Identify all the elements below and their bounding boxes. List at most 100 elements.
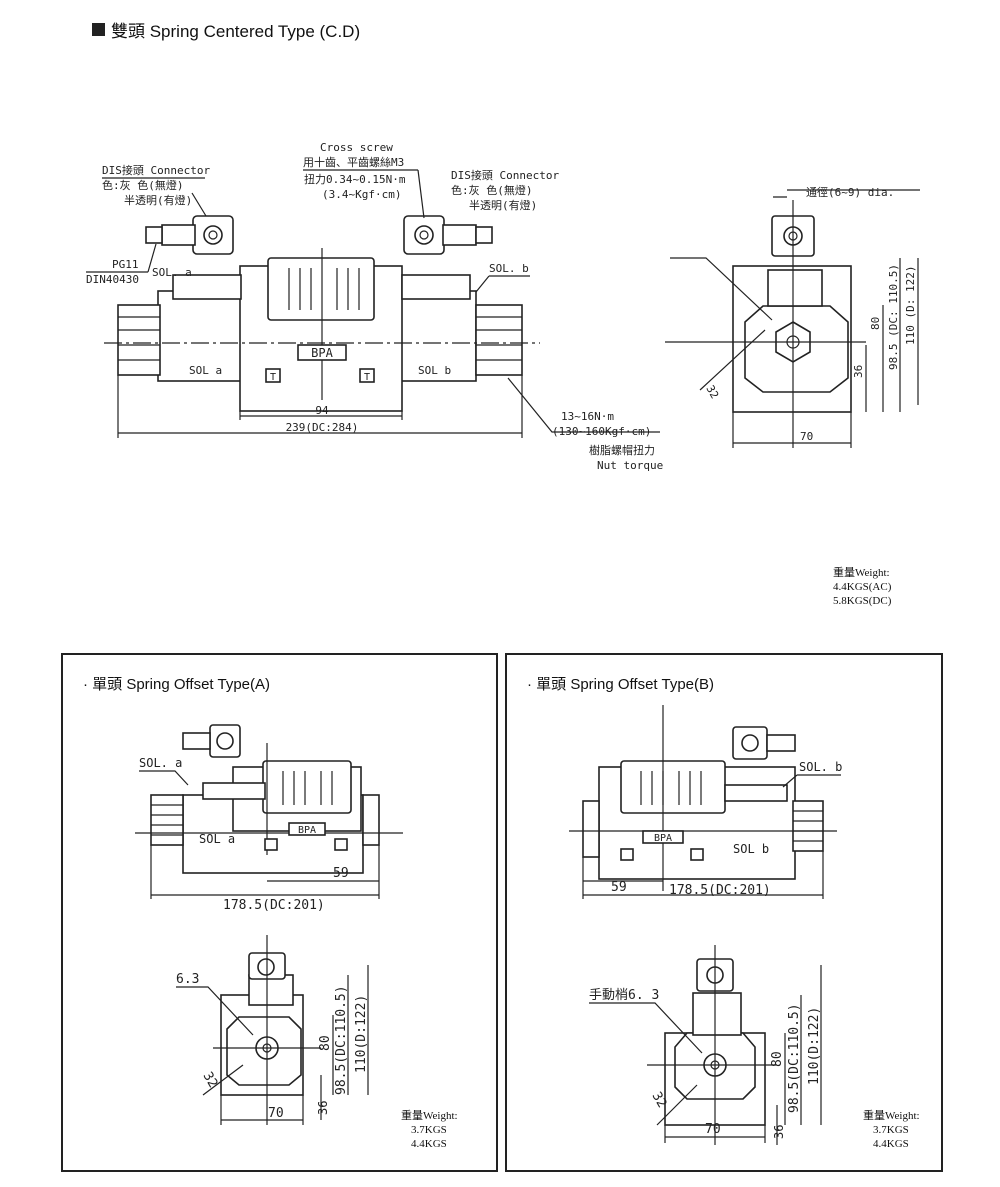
panel-a-weight-2: 4.4KGS: [411, 1138, 447, 1150]
a-sol: SOL a: [199, 832, 235, 846]
manual-button-b-icon[interactable]: [359, 368, 375, 383]
b-side-solenoid: [692, 992, 742, 1036]
a-side-dim-lines: [320, 965, 369, 1120]
b-dim-985: 98.5(DC:110.5): [787, 1003, 802, 1113]
b-nut: [582, 800, 600, 858]
panel-b-title: · 單頭 Spring Offset Type(B): [527, 676, 715, 693]
b-cover: [620, 760, 726, 814]
b-sol-leader: [782, 774, 841, 788]
bpa-logo-box: [297, 344, 347, 361]
connector-b-screw-inner: [419, 230, 429, 240]
a-side-screw: [257, 958, 275, 976]
dis-connector-right: DIS接頭 Connector: [451, 169, 559, 182]
side-view-centerlines: [665, 200, 866, 448]
b-dim-80: 80: [770, 1051, 785, 1067]
b-dim-32: 32: [649, 1090, 670, 1111]
dim-80: 80: [869, 317, 882, 330]
a-dim-total: 178.5(DC:201): [223, 898, 325, 913]
b-dim-36: 36: [772, 1125, 786, 1139]
bpa-logo: BPA: [311, 346, 333, 360]
panel-b-weight-1: 3.7KGS: [873, 1124, 909, 1136]
a-cover: [262, 760, 352, 814]
b-side-dim-lines: [776, 965, 822, 1145]
side-dim-lines: [865, 258, 919, 412]
panel-offset-b: · 單頭 Spring Offset Type(B) SOL. b SOL b …: [505, 653, 943, 1172]
dim-239: 239(DC:284): [286, 421, 359, 434]
panel-b-weight: 重量Weight: 3.7KGS 4.4KGS: [863, 1109, 920, 1151]
panel-a-diagram: SOL. a SOL a BPA 59 178.5(DC:201) 6.3 32…: [135, 724, 403, 1125]
connector-b-gland: [442, 224, 477, 246]
b-centerlines: [569, 705, 837, 891]
cross-screw-cn-label: 用十齒、平齒螺絲M3: [303, 155, 404, 169]
a-dim-lines: [150, 845, 380, 899]
torque-label-2: (3.4~Kgf·cm): [322, 188, 401, 201]
connector-b-cable: [475, 226, 493, 244]
main-diagram: BPA T T SOL a SOL b DIS接頭 Connector 色:灰 …: [86, 141, 920, 472]
pg11-leader: [86, 243, 157, 273]
dia-label: 通徑(6~9) dia.: [806, 186, 894, 199]
b-coil-lines: [793, 810, 823, 842]
side-view-solenoid: [767, 269, 823, 307]
panel-a-weight-1: 3.7KGS: [411, 1124, 447, 1136]
page-title: 雙頭 Spring Centered Type (C.D): [92, 17, 360, 42]
coil-tube-a: [117, 304, 161, 376]
dim-70-lines: [732, 412, 852, 448]
a-side-centerlines: [213, 935, 321, 1125]
panel-a-weight-title: 重量Weight:: [401, 1110, 458, 1122]
connector-a-cable: [145, 226, 163, 244]
b-dim-63-leader: [589, 1002, 703, 1126]
a-dim-70: 70: [268, 1106, 284, 1121]
dis-connector-left: DIS接頭 Connector: [102, 164, 210, 177]
sol-b-leader: [475, 275, 530, 293]
din-label: DIN40430: [86, 273, 139, 286]
a-dim-110: 110(D:122): [354, 995, 369, 1073]
color-left-2: 半透明(有燈): [124, 193, 192, 207]
sol-b-top-label: SOL. b: [489, 262, 529, 275]
b-solenoid: [724, 784, 788, 802]
dim-36: 36: [852, 365, 865, 378]
manual-button-a-icon[interactable]: [265, 368, 281, 383]
b-connector-screw: [741, 734, 759, 752]
b-dim-63: 手動梢6. 3: [589, 988, 659, 1003]
page-title-text: 雙頭 Spring Centered Type (C.D): [111, 22, 361, 41]
dim-985: 98.5 (DC: 110.5): [887, 264, 900, 370]
solenoid-a-top: [172, 274, 242, 300]
b-dim-59: 59: [611, 880, 627, 895]
nut-torque-2: (130~160Kgf·cm): [552, 425, 651, 438]
color-right-2: 半透明(有燈): [469, 198, 537, 212]
a-btn1-icon[interactable]: [264, 838, 278, 851]
coil-tube-b-lines: [476, 316, 522, 361]
nut-torque-1: 13~16N·m: [561, 410, 614, 423]
a-solenoid: [202, 782, 266, 800]
b-logo: BPA: [654, 833, 672, 844]
connector-a-screw: [203, 225, 223, 245]
a-connector-screw: [216, 732, 234, 750]
coil-tube-a-lines: [118, 316, 160, 361]
a-dim-985: 98.5(DC:110.5): [334, 985, 349, 1095]
b-sol-top: SOL. b: [799, 760, 842, 774]
nut-torque-leader: [507, 377, 660, 433]
main-weight-dc: 5.8KGS(DC): [833, 595, 892, 607]
cover-plate: [267, 257, 375, 321]
nut-torque-3: 樹脂螺帽扭力: [589, 443, 655, 457]
dim-110: 110 (D: 122): [904, 266, 917, 345]
b-side-centerlines: [647, 945, 777, 1145]
b-logo-box: [642, 830, 684, 844]
b-dim-lines: [582, 851, 824, 899]
b-dim-total: 178.5(DC:201): [669, 883, 771, 898]
dim-32: 32: [703, 383, 721, 401]
b-btn1-icon[interactable]: [620, 848, 634, 861]
a-dim-59: 59: [333, 866, 349, 881]
a-coil: [150, 794, 184, 846]
dim-94: 94: [315, 404, 329, 417]
a-btn2-icon[interactable]: [334, 838, 348, 851]
b-dim-70-lines: [664, 1125, 766, 1143]
b-btn2-icon[interactable]: [690, 848, 704, 861]
sol-a-label: SOL a: [189, 364, 222, 377]
b-connector-gland: [766, 734, 796, 752]
a-dim-32: 32: [200, 1070, 221, 1091]
a-sol-top: SOL. a: [139, 756, 182, 770]
connector-b-screw: [414, 225, 434, 245]
a-centerlines: [135, 743, 403, 855]
torque-label-1: 扭力0.34~0.15N·m: [304, 172, 406, 186]
